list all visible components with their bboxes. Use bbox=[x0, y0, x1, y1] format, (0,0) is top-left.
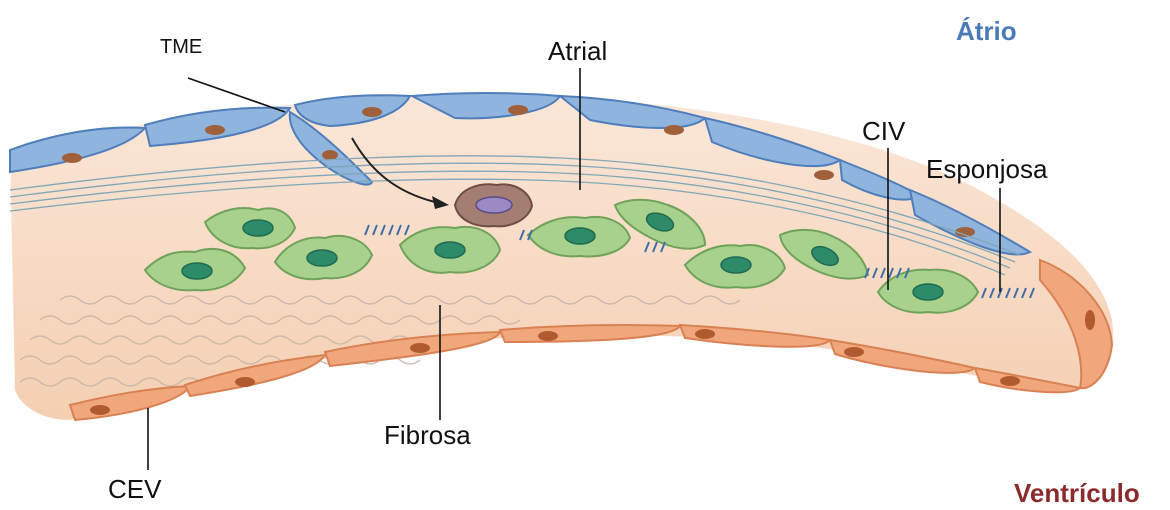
migrating-cell bbox=[455, 184, 532, 226]
tme-label: TME bbox=[160, 36, 202, 59]
tme-leader bbox=[188, 78, 285, 112]
civ-label: CIV bbox=[862, 116, 905, 147]
cev-label: CEV bbox=[108, 474, 161, 505]
atrial-label: Atrial bbox=[548, 36, 607, 67]
esponjosa-label: Esponjosa bbox=[926, 154, 1047, 185]
atrio-label: Átrio bbox=[956, 16, 1017, 47]
ventriculo-label: Ventrículo bbox=[1014, 478, 1140, 509]
fibrosa-label: Fibrosa bbox=[384, 420, 471, 451]
